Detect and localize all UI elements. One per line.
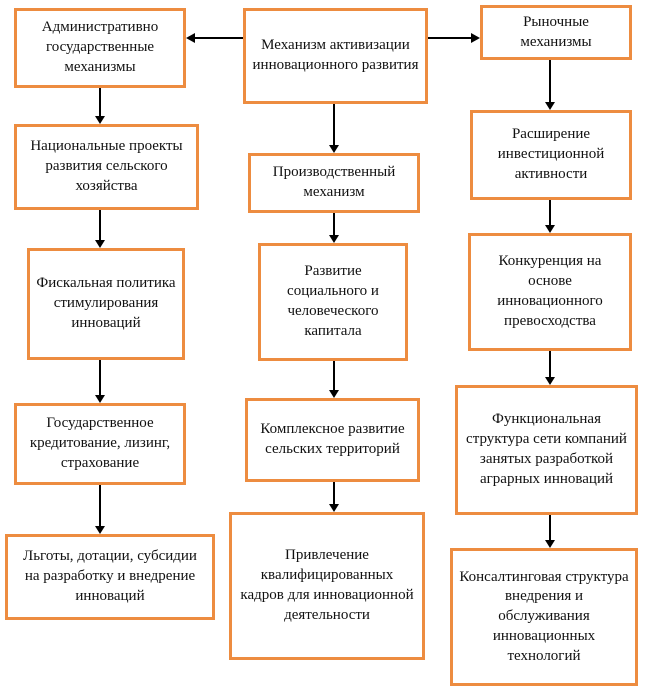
node-label: Льготы, дотации, субсидии на разработку …: [23, 548, 197, 604]
arrow-root-to-market: [428, 33, 480, 43]
arrow-head: [95, 240, 105, 248]
arrow-head: [95, 395, 105, 403]
arrow-production-3: [329, 482, 339, 512]
node-innovation-competition: Конкуренция на основе инновационного пре…: [468, 233, 632, 351]
node-label: Национальные проекты развития сельского …: [30, 138, 183, 194]
arrow-market-2: [545, 200, 555, 233]
node-functional-network-structure: Функциональная структура сети компаний з…: [455, 385, 638, 515]
node-market-mechanisms: Рыночные механизмы: [480, 5, 632, 60]
arrow-production-2: [329, 361, 339, 398]
node-label: Привлечение квалифицированных кадров для…: [240, 547, 414, 623]
arrow-head: [95, 116, 105, 124]
node-fiscal-policy: Фискальная политика стимулирования иннов…: [27, 248, 185, 360]
arrow-stem: [333, 361, 335, 392]
node-label: Консалтинговая структура внедрения и обс…: [459, 568, 629, 664]
arrow-stem: [99, 485, 101, 528]
arrow-stem: [193, 37, 243, 39]
arrow-root-to-administrative: [186, 33, 243, 43]
arrow-admin-4: [95, 485, 105, 534]
node-label: Фискальная политика стимулирования иннов…: [36, 275, 176, 331]
arrow-stem: [99, 210, 101, 242]
node-label: Конкуренция на основе инновационного пре…: [497, 253, 603, 329]
node-rural-development: Комплексное развитие сельских территорий: [245, 398, 420, 482]
arrow-head: [329, 145, 339, 153]
arrow-market-3: [545, 351, 555, 385]
node-label: Функциональная структура сети компаний з…: [466, 411, 627, 487]
node-social-human-capital: Развитие социального и человеческого кап…: [258, 243, 408, 361]
arrow-production-1: [329, 213, 339, 243]
arrow-stem: [333, 104, 335, 147]
node-root-mechanism: Механизм активизации инновационного разв…: [243, 8, 428, 104]
arrow-stem: [549, 200, 551, 227]
node-production-mechanism: Производственный механизм: [248, 153, 420, 213]
node-administrative-state-mechanisms: Административно государственные механизм…: [14, 8, 186, 88]
arrow-root-to-production: [329, 104, 339, 153]
arrow-head: [186, 33, 195, 43]
arrow-head: [545, 540, 555, 548]
arrow-stem: [549, 351, 551, 379]
arrow-admin-1: [95, 88, 105, 124]
node-label: Комплексное развитие сельских территорий: [260, 421, 405, 457]
node-label: Государственное кредитование, лизинг, ст…: [29, 415, 171, 471]
arrow-market-4: [545, 515, 555, 548]
arrow-admin-2: [95, 210, 105, 248]
arrow-stem: [549, 515, 551, 542]
arrow-stem: [549, 60, 551, 104]
arrow-head: [545, 377, 555, 385]
node-qualified-personnel: Привлечение квалифицированных кадров для…: [229, 512, 425, 660]
arrow-market-1: [545, 60, 555, 110]
arrow-head: [545, 225, 555, 233]
arrow-head: [545, 102, 555, 110]
node-investment-expansion: Расширение инвестиционной активности: [470, 110, 632, 200]
node-label: Административно государственные механизм…: [41, 19, 159, 75]
node-consulting-structure: Консалтинговая структура внедрения и обс…: [450, 548, 638, 686]
node-benefits-subsidies: Льготы, дотации, субсидии на разработку …: [5, 534, 215, 620]
arrow-head: [329, 235, 339, 243]
arrow-head: [95, 526, 105, 534]
arrow-stem: [99, 88, 101, 118]
arrow-stem: [99, 360, 101, 397]
arrow-head: [329, 390, 339, 398]
node-label: Механизм активизации инновационного разв…: [252, 37, 419, 73]
arrow-admin-3: [95, 360, 105, 403]
arrow-stem: [333, 213, 335, 237]
arrow-head: [329, 504, 339, 512]
arrow-head: [471, 33, 480, 43]
node-label: Производственный механизм: [272, 164, 396, 200]
node-national-projects: Национальные проекты развития сельского …: [14, 124, 199, 210]
node-label: Расширение инвестиционной активности: [497, 126, 605, 182]
arrow-stem: [428, 37, 473, 39]
node-label: Развитие социального и человеческого кап…: [287, 263, 379, 339]
node-label: Рыночные механизмы: [520, 13, 592, 50]
arrow-stem: [333, 482, 335, 506]
node-state-crediting: Государственное кредитование, лизинг, ст…: [14, 403, 186, 485]
